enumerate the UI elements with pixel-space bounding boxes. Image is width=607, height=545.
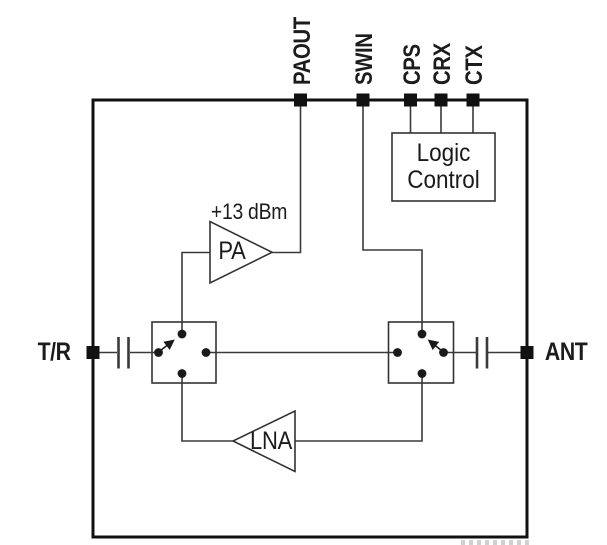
switch-left-box — [151, 321, 217, 384]
pin-label-swin: SWIN — [351, 33, 378, 85]
pin-label-crx: CRX — [429, 43, 456, 85]
pin-label-paout: PAOUT — [288, 17, 316, 86]
switch-left — [151, 321, 217, 384]
switch-right-throw-top-dot — [417, 329, 427, 339]
wire-paout — [272, 103, 302, 254]
pin-square-paout — [294, 93, 307, 107]
switch-right-throw-left-dot — [393, 348, 402, 357]
wire-pa-input — [181, 251, 210, 334]
wire-lna-output — [181, 373, 233, 442]
logic-control-label: Logic Control — [397, 133, 490, 201]
chip-boundary — [91, 98, 529, 539]
pin-square-tr — [86, 346, 100, 359]
switch-right — [387, 321, 455, 384]
logic-control-line2: Control — [407, 166, 480, 194]
capacitor-right-icon — [475, 337, 489, 369]
package-pins — [86, 93, 534, 359]
wires — [99, 103, 521, 442]
pin-label-cps: CPS — [398, 44, 426, 85]
figure-code-fragment — [461, 540, 533, 545]
pin-label-ant: ANT — [544, 338, 588, 366]
pa-power-label: +13 dBm — [210, 199, 288, 224]
wire-swin — [362, 103, 423, 334]
pin-label-ctx: CTX — [461, 45, 488, 85]
switch-left-throw-right-dot — [201, 348, 211, 357]
logic-control-box — [391, 132, 496, 202]
capacitor-left-icon — [117, 337, 130, 369]
switch-left-throw-bottom-dot — [177, 369, 187, 378]
logic-control-line1: Logic — [416, 139, 471, 167]
pin-square-swin — [356, 93, 370, 107]
wire-lna-input — [295, 373, 423, 442]
pin-square-ctx — [466, 93, 480, 107]
switch-right-box — [387, 321, 455, 384]
pin-label-tr: T/R — [37, 338, 71, 366]
pin-square-ant — [520, 346, 534, 359]
pin-square-crx — [434, 93, 448, 107]
switch-left-arrow-icon — [160, 339, 175, 352]
lna-amplifier-icon — [231, 409, 296, 473]
switch-right-throw-bottom-dot — [417, 369, 427, 378]
lna-label: LNA — [249, 427, 292, 455]
pa-amplifier-icon — [209, 220, 274, 285]
pa-label: PA — [218, 237, 246, 265]
switch-right-arrow-icon — [427, 339, 442, 352]
pin-square-cps — [404, 93, 417, 107]
switch-left-throw-top-dot — [177, 329, 187, 339]
